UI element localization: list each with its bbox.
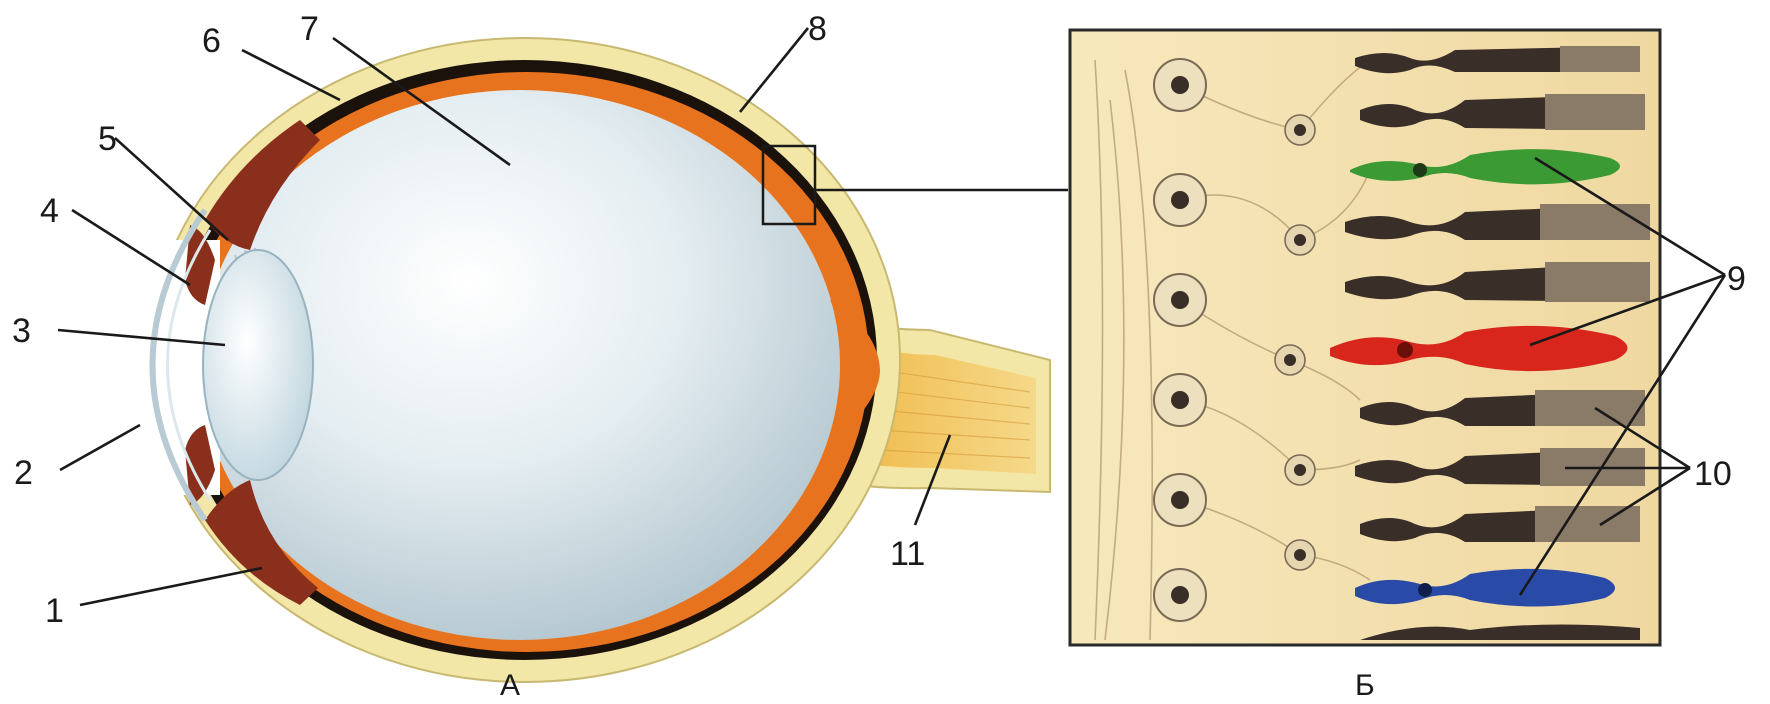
- label-10: 10: [1694, 455, 1732, 493]
- label-1: 1: [45, 592, 64, 630]
- panel-b-caption: Б: [1355, 669, 1375, 702]
- label-8: 8: [808, 10, 827, 48]
- panel-a-caption: А: [500, 669, 520, 702]
- label-3: 3: [12, 312, 31, 350]
- leader-6: [242, 50, 340, 100]
- retina-detail-panel: [1070, 30, 1660, 645]
- label-5: 5: [98, 120, 117, 158]
- label-6: 6: [202, 22, 221, 60]
- leader-8: [740, 28, 808, 112]
- lens: [203, 250, 313, 480]
- label-7: 7: [300, 10, 319, 48]
- leader-2: [60, 425, 140, 470]
- label-11: 11: [890, 535, 925, 573]
- label-2: 2: [14, 454, 33, 492]
- label-9: 9: [1727, 260, 1746, 298]
- eye-cross-section: [138, 38, 1051, 682]
- label-4: 4: [40, 192, 59, 230]
- leader-1: [80, 568, 262, 605]
